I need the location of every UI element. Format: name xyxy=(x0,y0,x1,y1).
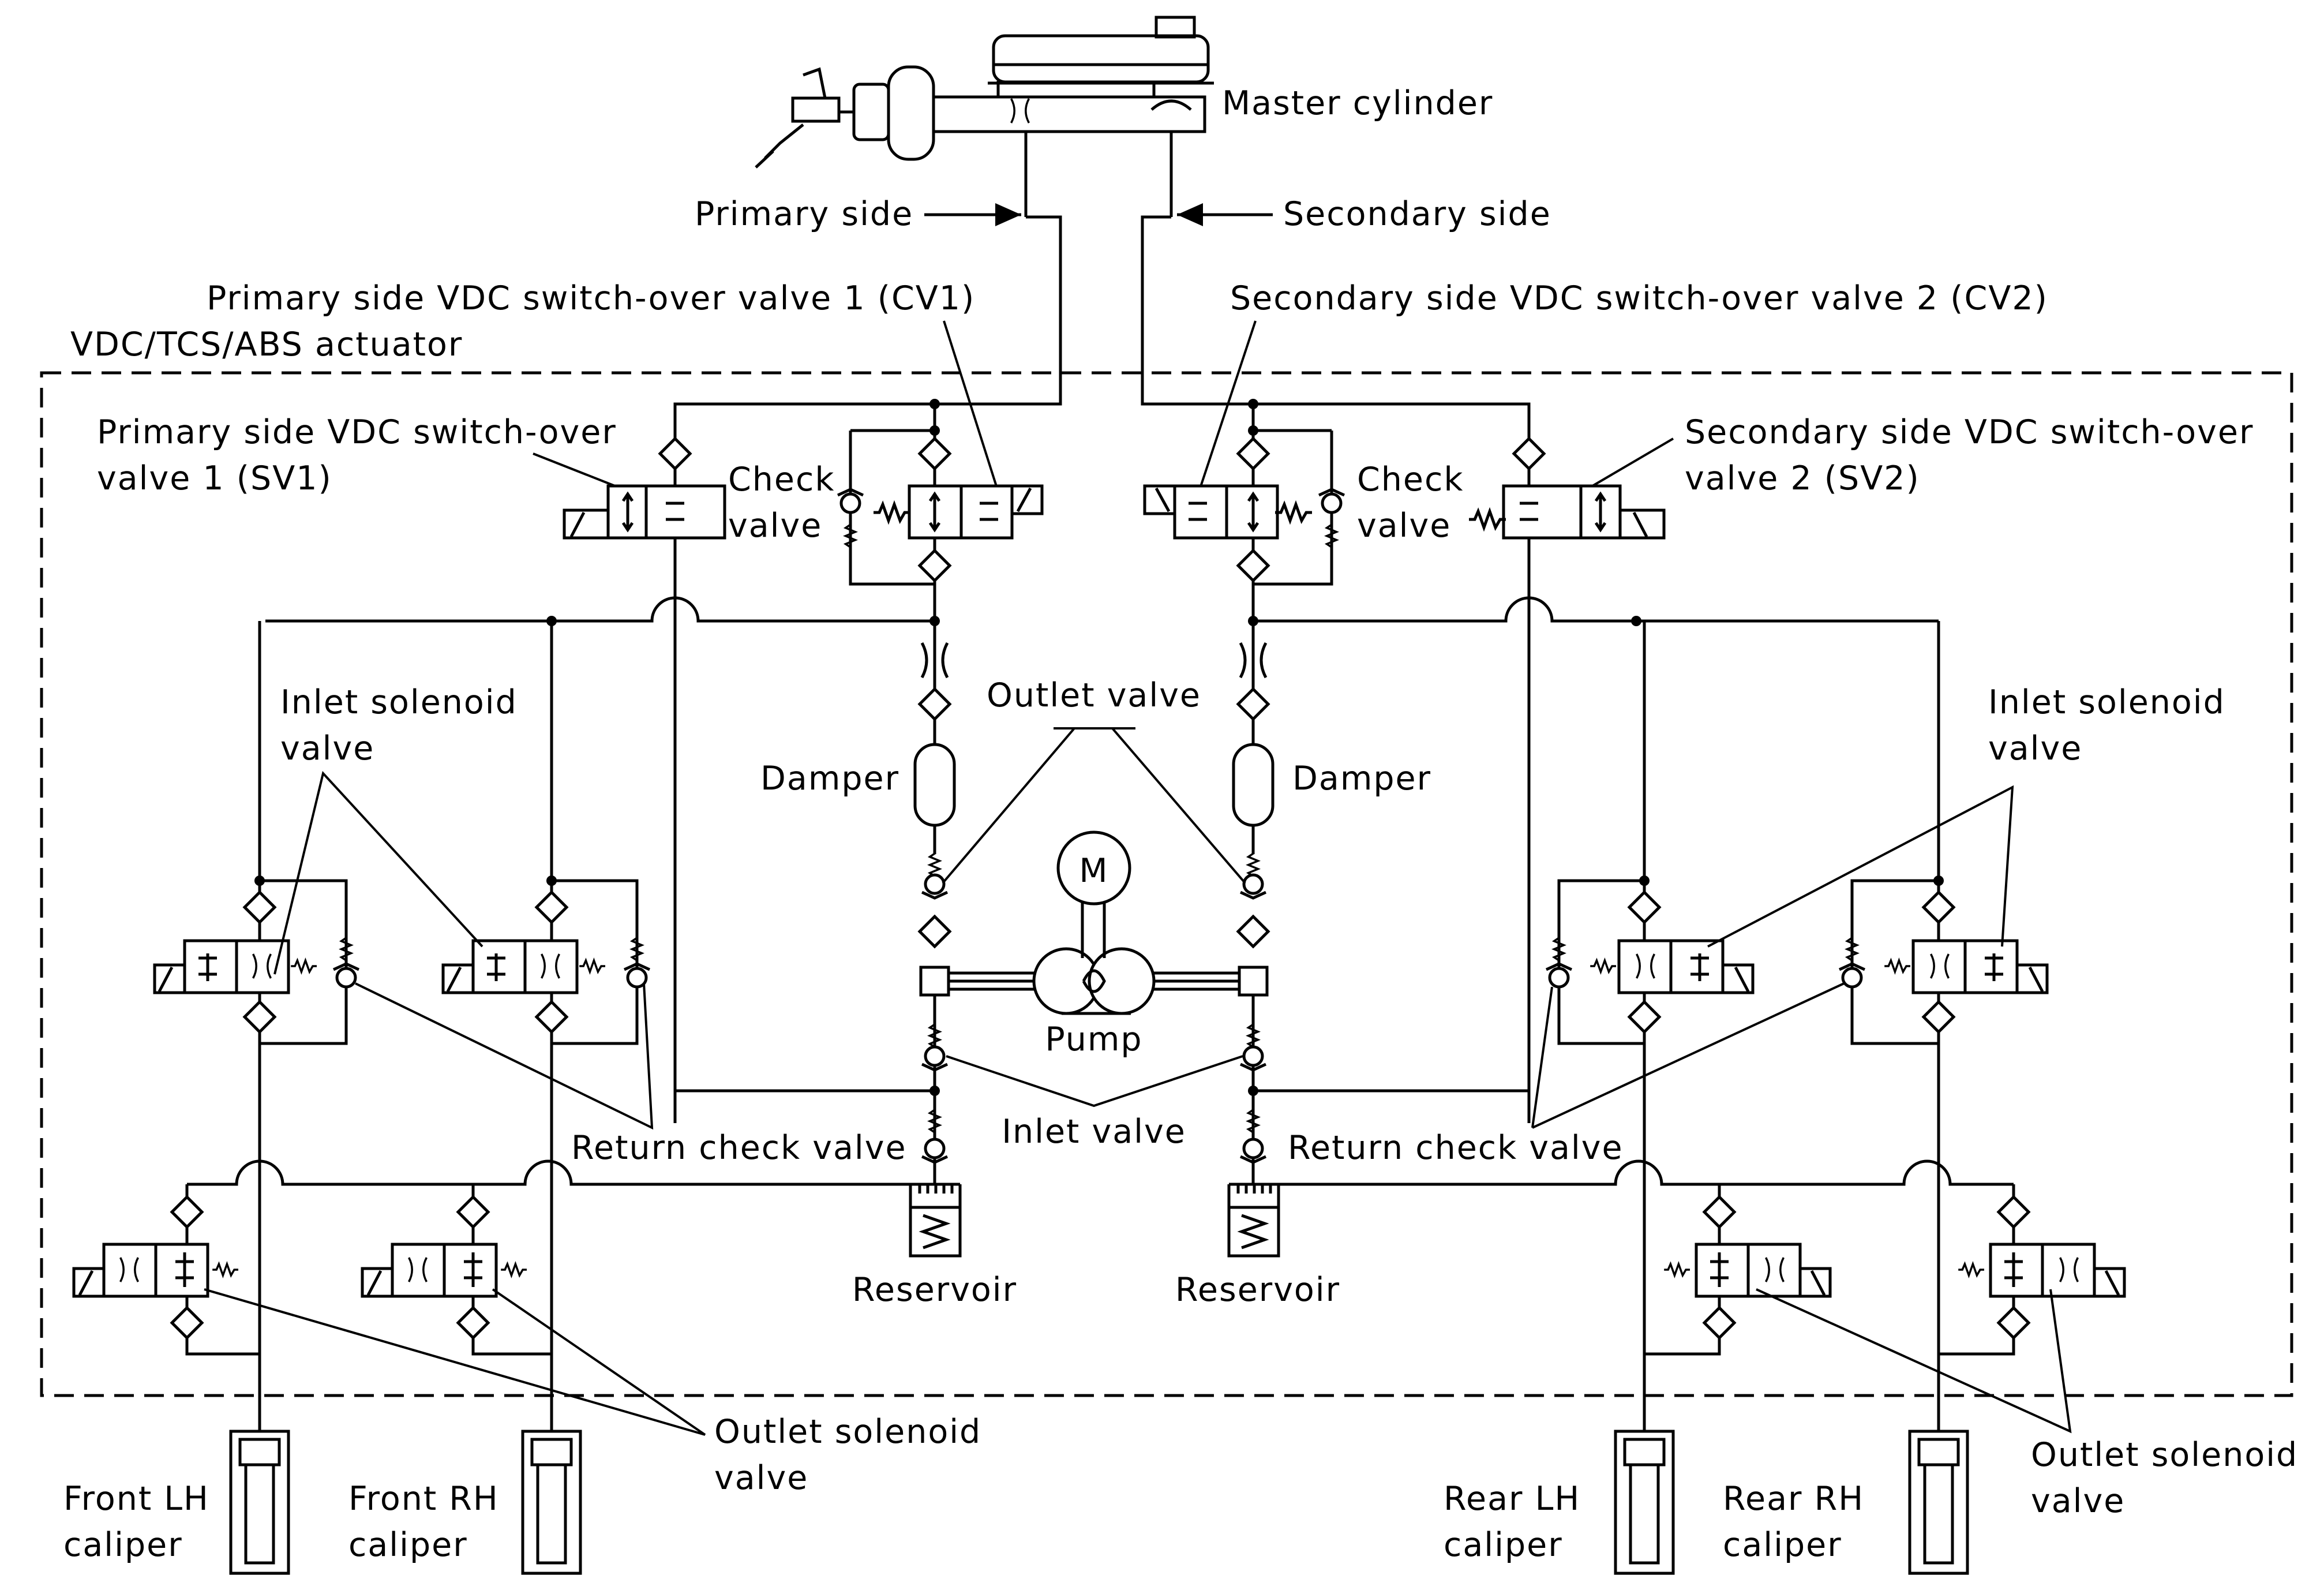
inlet-solenoid-valve-rear-rh-icon xyxy=(1839,621,2049,1431)
outlet-valve-label: Outlet valve xyxy=(987,676,1201,714)
inlet-solenoid-left-label-2: valve xyxy=(280,729,374,768)
left-pump-circuit-icon xyxy=(913,643,956,1184)
check-valve-left-label-1: Check xyxy=(728,461,835,499)
cv1-label: Primary side VDC switch-over valve 1 (CV… xyxy=(207,279,975,317)
sv2-label-line1: Secondary side VDC switch-over xyxy=(1685,413,2254,451)
cv2-label: Secondary side VDC switch-over valve 2 (… xyxy=(1230,279,2048,317)
front-lh-caliper-label-1: Front LH xyxy=(63,1480,209,1518)
inlet-solenoid-valve-rear-lh-icon xyxy=(1546,621,1755,1431)
rear-lh-caliper-label-1: Rear LH xyxy=(1444,1480,1580,1518)
damper-left-label: Damper xyxy=(760,760,899,798)
outlet-solenoid-right-label-1: Outlet solenoid xyxy=(2031,1436,2298,1474)
rear-lh-caliper-label-2: caliper xyxy=(1444,1526,1563,1564)
damper-right-label: Damper xyxy=(1292,760,1431,798)
inlet-solenoid-valve-front-lh-icon xyxy=(153,621,359,1431)
outlet-solenoid-valve-front-lh-icon xyxy=(72,1184,260,1356)
reservoir-right-icon xyxy=(1227,1183,1280,1258)
rear-lh-caliper-icon xyxy=(1614,1430,1675,1575)
reservoir-left-label: Reservoir xyxy=(852,1271,1017,1309)
front-lh-caliper-label-2: caliper xyxy=(63,1526,183,1564)
secondary-side-label: Secondary side xyxy=(1283,195,1551,233)
return-check-left-label: Return check valve xyxy=(571,1129,907,1167)
master-cylinder-label: Master cylinder xyxy=(1222,84,1493,122)
front-rh-caliper-label-1: Front RH xyxy=(348,1480,499,1518)
inlet-solenoid-left-label-1: Inlet solenoid xyxy=(280,683,518,721)
reservoir-left-icon xyxy=(909,1183,962,1258)
outlet-solenoid-valve-front-rh-icon xyxy=(361,1184,552,1356)
outlet-solenoid-valve-rear-lh-icon xyxy=(1644,1184,1832,1356)
motor-m-label: M xyxy=(1079,852,1108,890)
check-valve-right-label-2: valve xyxy=(1357,507,1451,545)
pump-label: Pump xyxy=(1045,1020,1142,1058)
sv1-valve-icon xyxy=(563,404,726,1123)
right-pump-circuit-icon xyxy=(1232,643,1275,1184)
inlet-solenoid-right-label-1: Inlet solenoid xyxy=(1988,683,2225,721)
outlet-solenoid-left-label-2: valve xyxy=(714,1459,808,1497)
actuator-label: VDC/TCS/ABS actuator xyxy=(70,326,463,364)
sv2-valve-icon xyxy=(1469,404,1666,1123)
actuator-boundary xyxy=(40,371,2293,1397)
sv2-label-line2: valve 2 (SV2) xyxy=(1685,459,1920,497)
inlet-valve-label: Inlet valve xyxy=(1002,1113,1186,1151)
front-rh-caliper-icon xyxy=(521,1430,582,1575)
check-valve-right-label-1: Check xyxy=(1357,461,1464,499)
reservoir-right-label: Reservoir xyxy=(1175,1271,1340,1309)
pump-motor-icon xyxy=(949,830,1239,1015)
inlet-solenoid-right-label-2: valve xyxy=(1988,729,2082,768)
inlet-solenoid-valve-front-rh-icon xyxy=(441,621,650,1431)
primary-side-label: Primary side xyxy=(695,195,913,233)
check-valve-left-label-2: valve xyxy=(728,507,822,545)
front-rh-caliper-label-2: caliper xyxy=(348,1526,468,1564)
rear-rh-caliper-label-1: Rear RH xyxy=(1723,1480,1864,1518)
sv1-label-line1: Primary side VDC switch-over xyxy=(97,413,617,451)
return-check-right-label: Return check valve xyxy=(1288,1129,1624,1167)
master-cylinder-icon xyxy=(755,16,1214,217)
outlet-solenoid-left-label-1: Outlet solenoid xyxy=(714,1413,981,1451)
rear-rh-caliper-icon xyxy=(1908,1430,1969,1575)
rear-rh-caliper-label-2: caliper xyxy=(1723,1526,1842,1564)
sv1-label-line2: valve 1 (SV1) xyxy=(97,459,332,497)
outlet-solenoid-valve-rear-rh-icon xyxy=(1939,1184,2126,1356)
outlet-solenoid-right-label-2: valve xyxy=(2031,1482,2125,1520)
front-lh-caliper-icon xyxy=(229,1430,290,1575)
